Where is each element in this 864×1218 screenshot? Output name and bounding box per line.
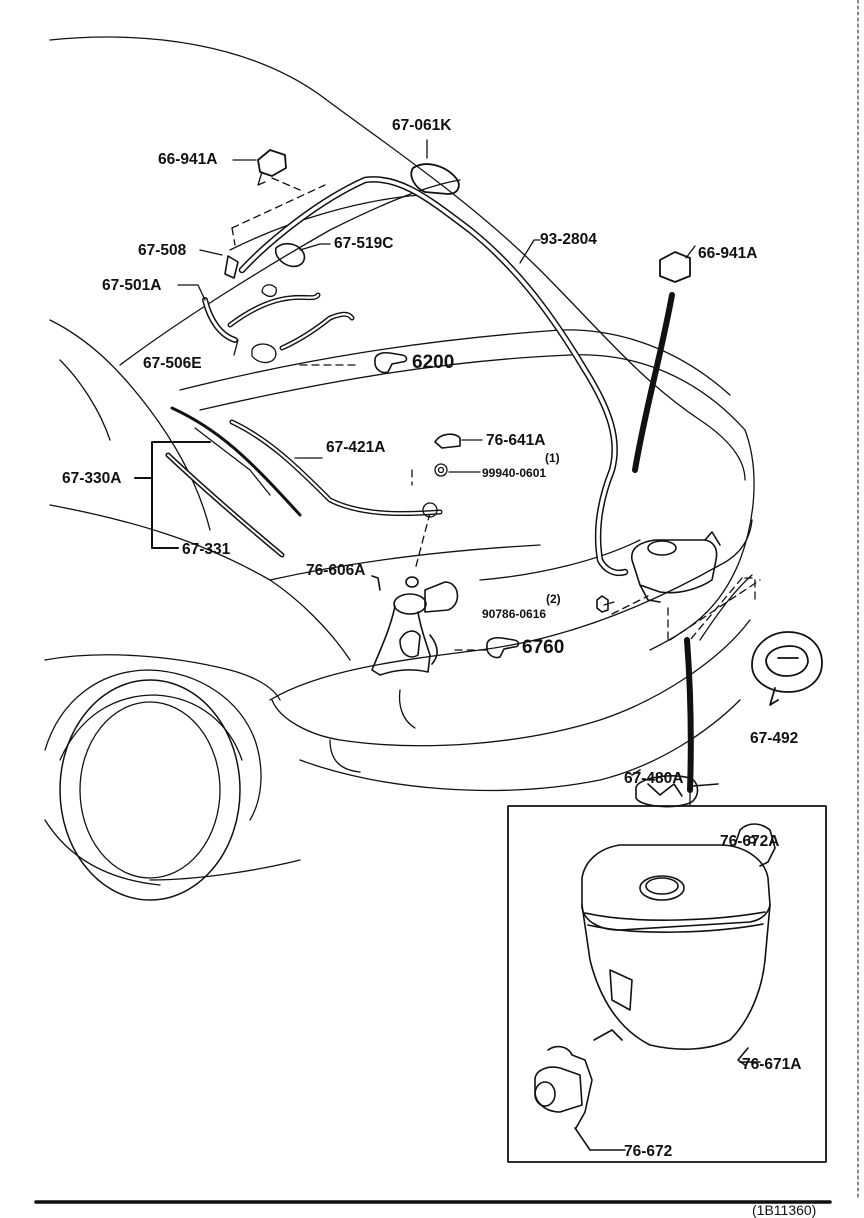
label-67-508: 67-508 bbox=[138, 242, 187, 259]
guide-lines bbox=[231, 177, 761, 651]
label-76-672: 76-672 bbox=[624, 1143, 673, 1160]
grommet-67-492 bbox=[751, 631, 823, 706]
connector-67-508 bbox=[199, 249, 239, 279]
label-76-606A: 76-606A bbox=[306, 562, 366, 579]
label-66-941A-right: 66-941A bbox=[698, 245, 758, 262]
hose-67-501A bbox=[177, 284, 238, 343]
label-67-061K: 67-061K bbox=[392, 117, 452, 134]
label-67-519C: 67-519C bbox=[334, 235, 394, 252]
label-66-941A-top: 66-941A bbox=[158, 151, 218, 168]
label-67-501A: 67-501A bbox=[102, 277, 162, 294]
label-76-672A: 76-672A bbox=[720, 833, 780, 850]
label-76-641A: 76-641A bbox=[486, 432, 546, 449]
nozzle-assy bbox=[227, 284, 355, 364]
label-67-421A: 67-421A bbox=[326, 439, 386, 456]
washer-hose-93-2804 bbox=[238, 176, 629, 577]
clip-66-941A-top bbox=[232, 149, 287, 186]
pointing-hand-icon bbox=[374, 351, 408, 374]
label-90786-0616: 90786-0616 bbox=[482, 607, 547, 621]
clip-66-941A-right bbox=[659, 245, 696, 283]
cover-67-061K bbox=[410, 139, 460, 195]
bracket-67-330A bbox=[134, 441, 211, 549]
label-67-492: 67-492 bbox=[750, 730, 799, 747]
reference-6760: 6760 bbox=[522, 637, 565, 658]
joint-67-519C bbox=[274, 242, 331, 268]
figure-id: (1B11360) bbox=[752, 1202, 817, 1218]
pump-76-672 bbox=[534, 1029, 626, 1151]
label-67-331: 67-331 bbox=[182, 541, 231, 558]
reference-6200: 6200 bbox=[412, 352, 455, 373]
hose-segment-right bbox=[632, 292, 694, 793]
cap-76-672A bbox=[631, 769, 719, 808]
label-67-506E: 67-506E bbox=[143, 355, 202, 372]
label-76-671A: 76-671A bbox=[742, 1056, 802, 1073]
nut-99940-0601 bbox=[434, 463, 481, 477]
label-67-330A: 67-330A bbox=[62, 470, 122, 487]
pointing-hand-icon bbox=[486, 636, 520, 659]
label-qty-2: (2) bbox=[546, 592, 561, 606]
cap-76-641A bbox=[434, 433, 483, 449]
bolt-90786-0616 bbox=[596, 595, 615, 613]
label-67-480A: 67-480A bbox=[624, 770, 684, 787]
car-body-outline bbox=[44, 36, 755, 901]
label-93-2804: 93-2804 bbox=[540, 231, 597, 248]
label-qty-1: (1) bbox=[545, 451, 560, 465]
tank-76-671A bbox=[581, 823, 776, 1066]
label-99940-0601: 99940-0601 bbox=[482, 466, 547, 480]
reservoir-in-car bbox=[630, 531, 721, 603]
wiper-arm-67-421A bbox=[229, 419, 443, 518]
wiper-blade-67-331 bbox=[165, 406, 302, 558]
motor-76-606A bbox=[371, 575, 459, 676]
